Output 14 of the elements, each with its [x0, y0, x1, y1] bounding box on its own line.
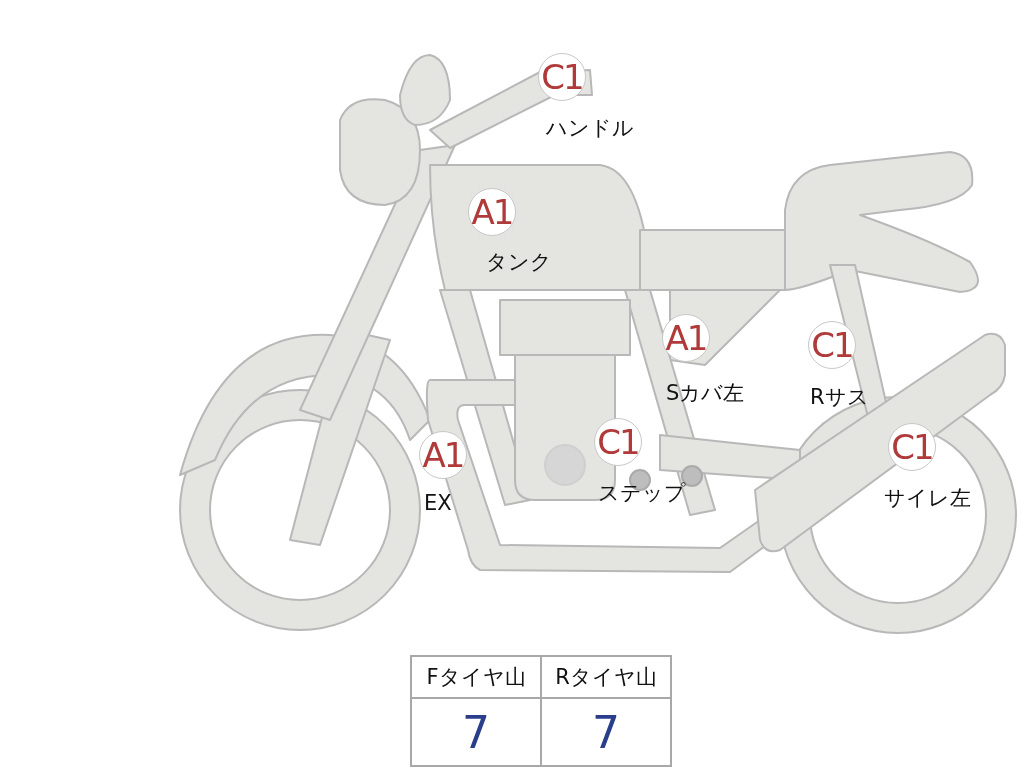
table-value-cell: 7: [541, 698, 671, 766]
rating-badge: A1: [419, 431, 467, 479]
part-label: サイレ左: [884, 485, 971, 512]
table-header-cell: Fタイヤ山: [411, 656, 541, 698]
part-label: EX: [424, 491, 452, 515]
table-value-cell: 7: [411, 698, 541, 766]
rating-badge: C1: [808, 321, 856, 369]
part-label: タンク: [486, 249, 552, 276]
part-label: ハンドル: [546, 115, 634, 142]
part-label: ステップ: [598, 480, 686, 507]
part-label: Rサス: [810, 384, 869, 411]
part-label: Sカバ左: [666, 380, 745, 407]
table-header-cell: Rタイヤ山: [541, 656, 671, 698]
rating-badge: C1: [538, 53, 586, 101]
